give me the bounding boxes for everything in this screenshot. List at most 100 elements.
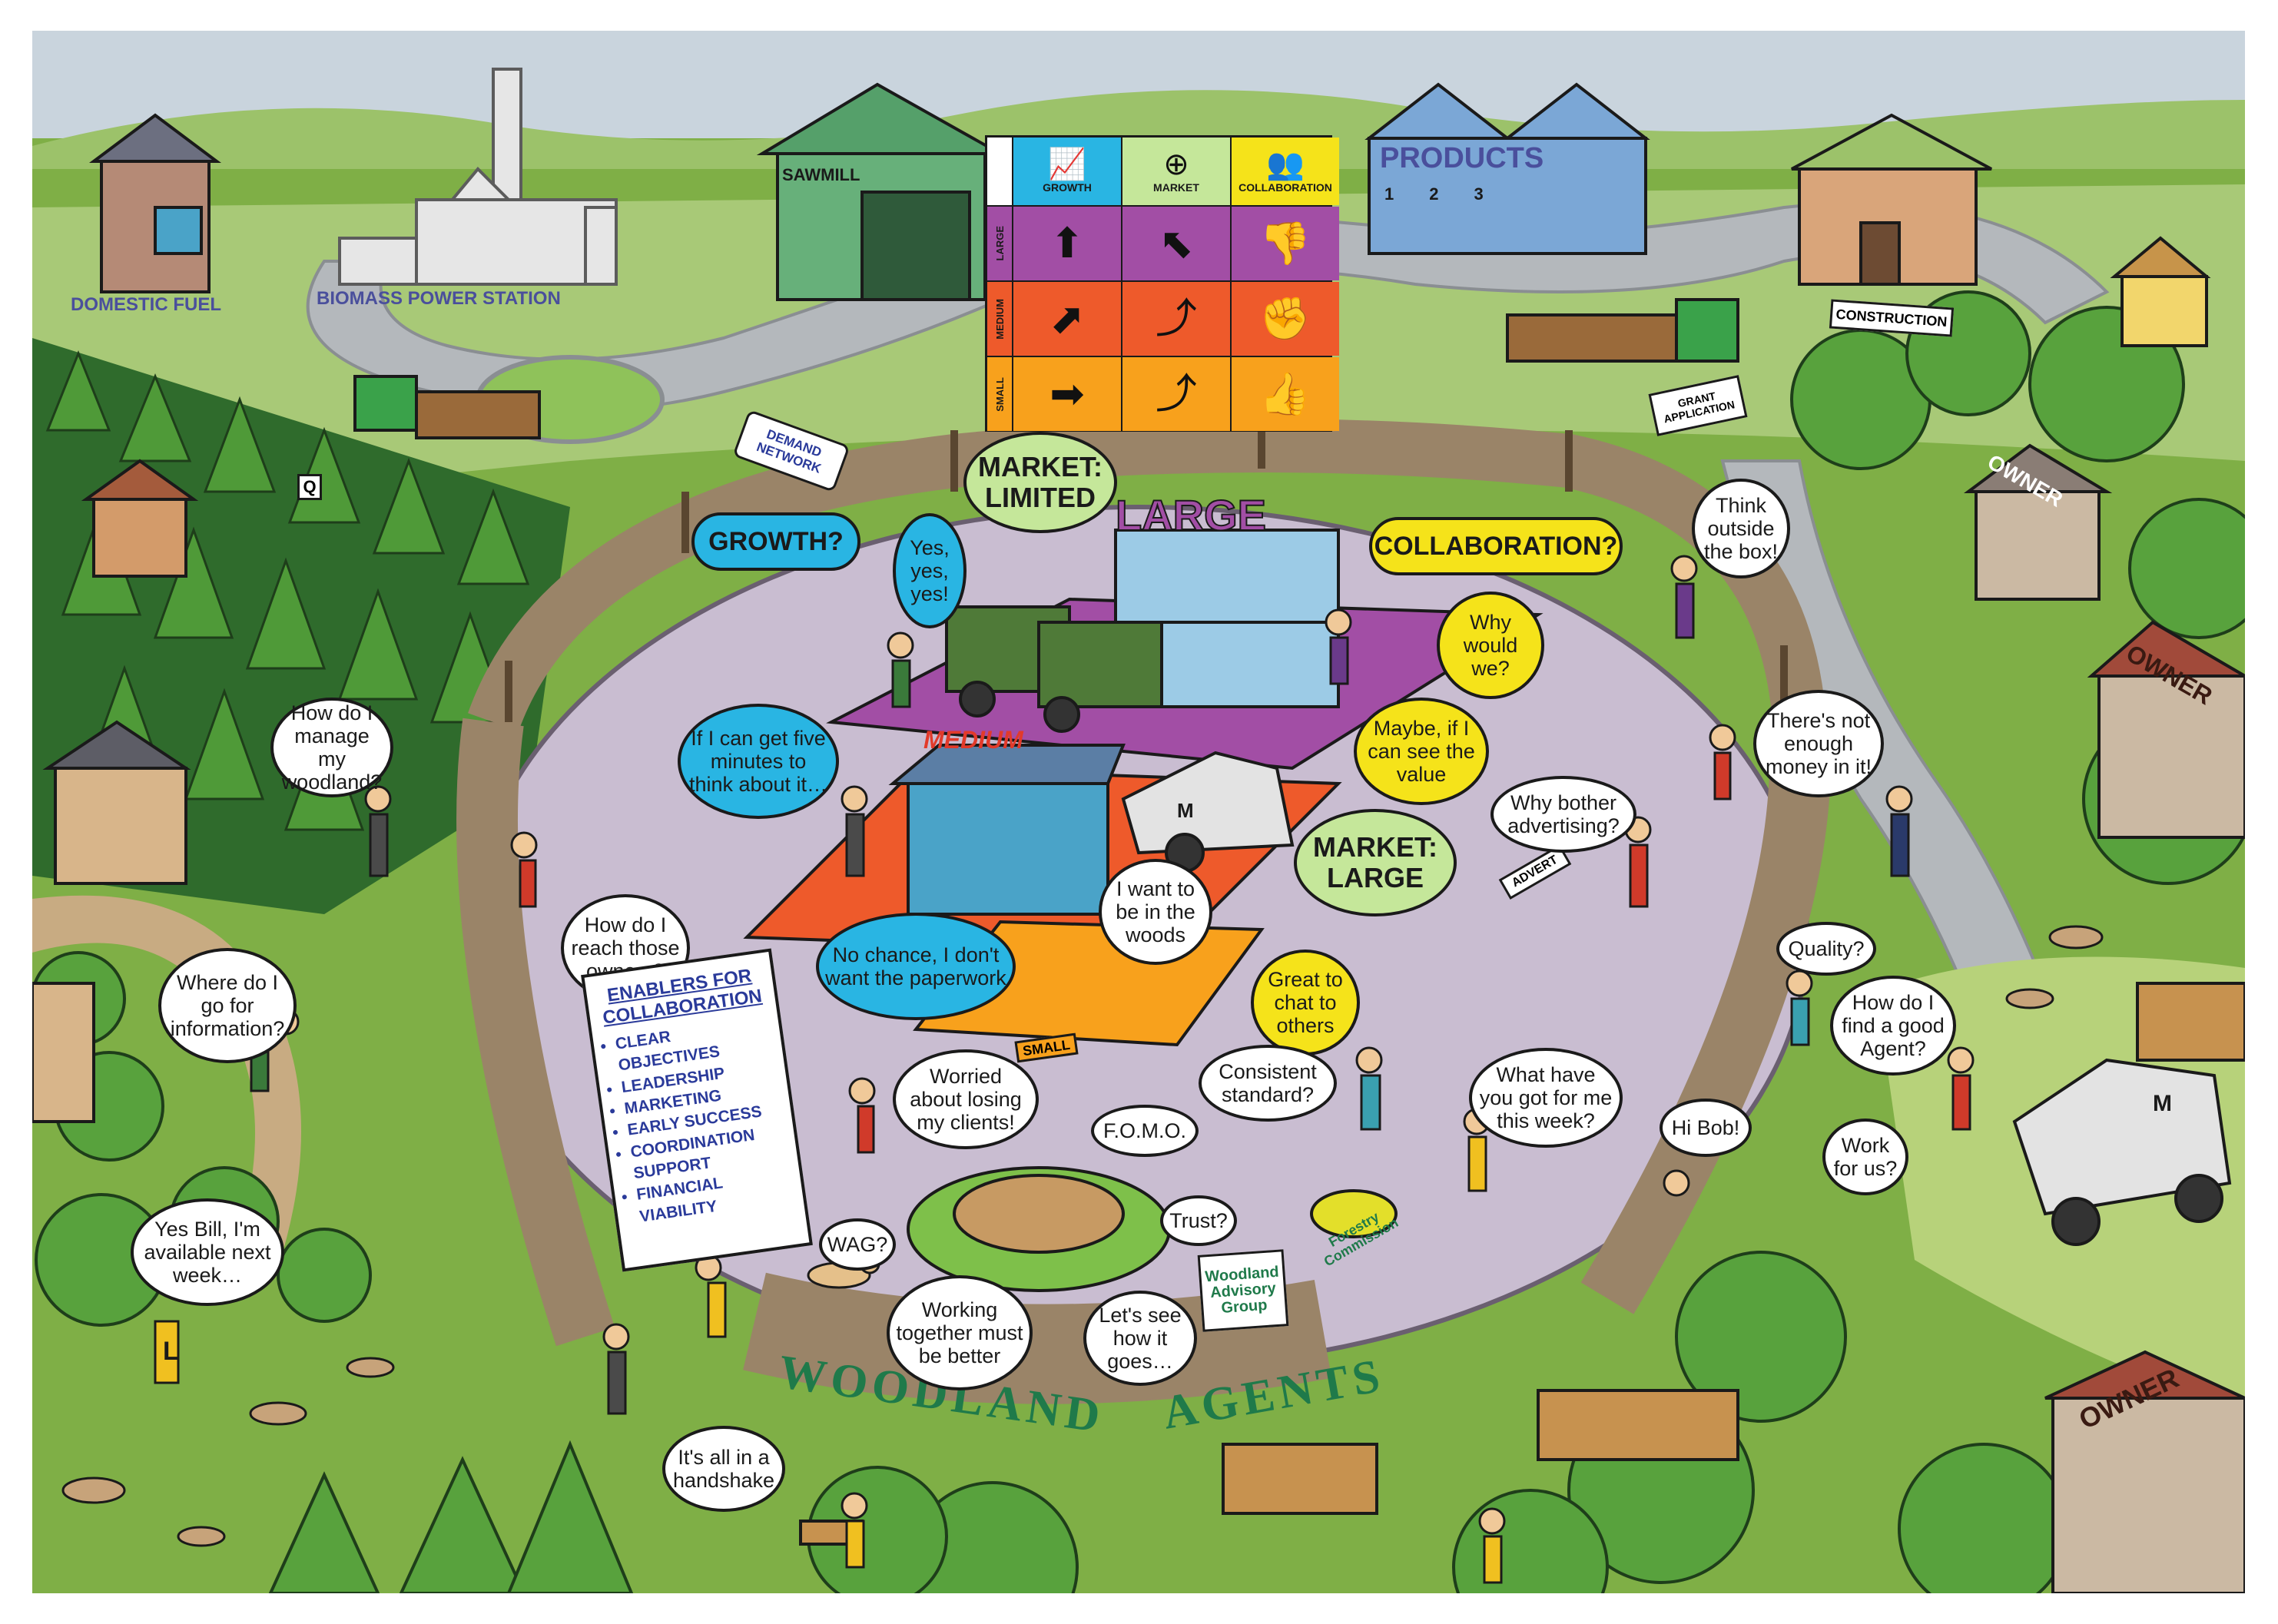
domestic-house <box>89 113 221 293</box>
forestry-plinth <box>1310 1189 1398 1238</box>
five-minutes-bubble: If I can get five minutes to think about… <box>678 704 839 819</box>
matrix-row-medium-label: MEDIUM <box>987 282 1012 356</box>
market-large-bubble: MARKET: LARGE <box>1294 809 1457 916</box>
fence-left <box>456 718 615 1347</box>
medium-office-label: MEDIUM <box>923 726 1023 754</box>
matrix-header-collaboration: 👥 COLLABORATION <box>1232 138 1339 205</box>
matrix-row-small-label: SMALL <box>987 357 1012 431</box>
curve-up-icon: ⤴ <box>1156 296 1197 342</box>
globe-icon: ⊕ <box>1163 147 1189 181</box>
wag-bubble: WAG? <box>819 1218 896 1271</box>
medium-collab-cell: ✊ <box>1232 282 1339 356</box>
quality-bubble: Quality? <box>1776 922 1876 976</box>
small-collab-cell: 👍 <box>1232 357 1339 431</box>
vest-l-label: L <box>163 1337 179 1366</box>
thumbs-down-icon: 👎 <box>1259 220 1311 267</box>
medium-growth-cell: ⬈ <box>1013 282 1121 356</box>
great-chat-bubble: Great to chat to others <box>1251 950 1360 1056</box>
matrix-header-market: ⊕ MARKET <box>1122 138 1230 205</box>
fence-posts <box>505 407 1788 722</box>
products-warehouse <box>1364 82 1650 255</box>
good-agent-bubble: How do I find a good Agent? <box>1830 976 1956 1075</box>
arrow-up-left-icon: ⬉ <box>1159 220 1194 267</box>
biomass-station <box>338 68 618 286</box>
wag-sign: Woodland Advisory Group <box>1197 1249 1289 1332</box>
truck-m-label: M <box>1177 799 1194 822</box>
yellow-house <box>2110 236 2211 347</box>
left-house-2 <box>42 720 191 885</box>
not-enough-bubble: There's not enough money in it! <box>1753 690 1884 797</box>
arrow-right-icon: ➡ <box>1049 371 1085 417</box>
door-1: 1 <box>1384 184 1394 204</box>
matrix-header-growth: 📈 GROWTH <box>1013 138 1121 205</box>
small-growth-cell: ➡ <box>1013 357 1121 431</box>
two-heads-icon: 👥 <box>1266 147 1305 181</box>
medium-market-cell: ⤴ <box>1122 282 1230 356</box>
tree-stumps <box>61 925 2104 1547</box>
fist-icon: ✊ <box>1259 296 1311 342</box>
large-office-label: LARGE <box>1115 490 1267 540</box>
construction-house <box>1791 113 1992 286</box>
what-got-bubble: What have you got for me this week? <box>1469 1048 1623 1148</box>
medium-office <box>888 744 1126 916</box>
growth-pill: GROWTH? <box>691 512 860 571</box>
market-limited-bubble: MARKET: LIMITED <box>963 432 1117 533</box>
sawmill-label: SAWMILL <box>782 165 860 184</box>
biomass-label: BIOMASS POWER STATION <box>317 288 561 309</box>
fomo-bubble: F.O.M.O. <box>1091 1105 1199 1157</box>
handshake-bubble: It's all in a handshake <box>662 1426 785 1512</box>
owner-house-1 <box>1964 443 2113 601</box>
illustration-frame: DOMESTIC FUEL BIOMASS POWER STATION SAWM… <box>32 31 2245 1593</box>
why-bother-bubble: Why bother advertising? <box>1490 776 1636 853</box>
small-market-cell: ⤴ <box>1122 357 1230 431</box>
enablers-list: CLEAR OBJECTIVES LEADERSHIP MARKETING EA… <box>600 1013 796 1231</box>
large-collab-cell: 👎 <box>1232 207 1339 280</box>
large-market-cell: ⬉ <box>1122 207 1230 280</box>
domestic-fuel-label: DOMESTIC FUEL <box>71 294 221 315</box>
thumbs-up-icon: 👍 <box>1259 371 1311 417</box>
q-sign: Q <box>297 474 322 500</box>
door-2: 2 <box>1429 184 1439 204</box>
owner-house-2 <box>2087 620 2245 839</box>
curve-up-icon: ⤴ <box>1156 371 1197 417</box>
worried-bubble: Worried about losing my clients! <box>893 1049 1039 1149</box>
maybe-bubble: Maybe, if I can see the value <box>1354 698 1489 805</box>
think-outside-bubble: Think outside the box! <box>1692 479 1790 578</box>
trust-bubble: Trust? <box>1160 1195 1237 1246</box>
log-trucks <box>353 298 1739 439</box>
consistent-bubble: Consistent standard? <box>1199 1045 1337 1122</box>
log-piles <box>799 982 2245 1546</box>
no-chance-bubble: No chance, I don't want the paperwork <box>816 913 1016 1020</box>
yes-bubble: Yes, yes, yes! <box>893 513 967 628</box>
right-pickup <box>2012 1058 2232 1246</box>
collaboration-pill: COLLABORATION? <box>1369 517 1623 575</box>
matrix-row-large-label: LARGE <box>987 207 1012 280</box>
pickup-m-label: M <box>2153 1091 2172 1116</box>
sawmill-building <box>756 82 1006 301</box>
why-would-we-bubble: Why would we? <box>1437 592 1544 699</box>
green-trucks <box>945 605 1163 733</box>
arrow-up-right-icon: ⬈ <box>1049 296 1085 342</box>
matrix-corner <box>987 138 1012 205</box>
yes-bill-bubble: Yes Bill, I'm available next week… <box>131 1198 284 1306</box>
want-woods-bubble: I want to be in the woods <box>1099 859 1212 965</box>
work-for-us-bubble: Work for us? <box>1822 1119 1908 1195</box>
meeting-table <box>953 1174 1125 1254</box>
lets-see-bubble: Let's see how it goes… <box>1083 1291 1197 1386</box>
products-doors: 1 2 3 <box>1384 184 1484 204</box>
where-info-bubble: Where do I go for information? <box>158 948 297 1063</box>
door-3: 3 <box>1474 184 1484 204</box>
chart-up-icon: 📈 <box>1048 147 1086 181</box>
left-house-1 <box>81 459 199 578</box>
strategy-matrix: 📈 GROWTH ⊕ MARKET 👥 COLLABORATION LARGE … <box>985 135 1339 432</box>
working-together-bubble: Working together must be better <box>887 1275 1033 1390</box>
large-growth-cell: ⬆ <box>1013 207 1121 280</box>
hi-bob-bubble: Hi Bob! <box>1660 1099 1752 1157</box>
road-loop <box>306 201 2110 413</box>
products-label: PRODUCTS <box>1380 142 1544 174</box>
arrow-up-icon: ⬆ <box>1049 220 1085 267</box>
left-house-3 <box>32 982 95 1123</box>
enablers-board: ENABLERS FOR COLLABORATION CLEAR OBJECTI… <box>581 948 813 1272</box>
manage-woodland-bubble: How do I manage my woodland? <box>270 698 393 797</box>
owner-house-3 <box>2044 1350 2245 1593</box>
